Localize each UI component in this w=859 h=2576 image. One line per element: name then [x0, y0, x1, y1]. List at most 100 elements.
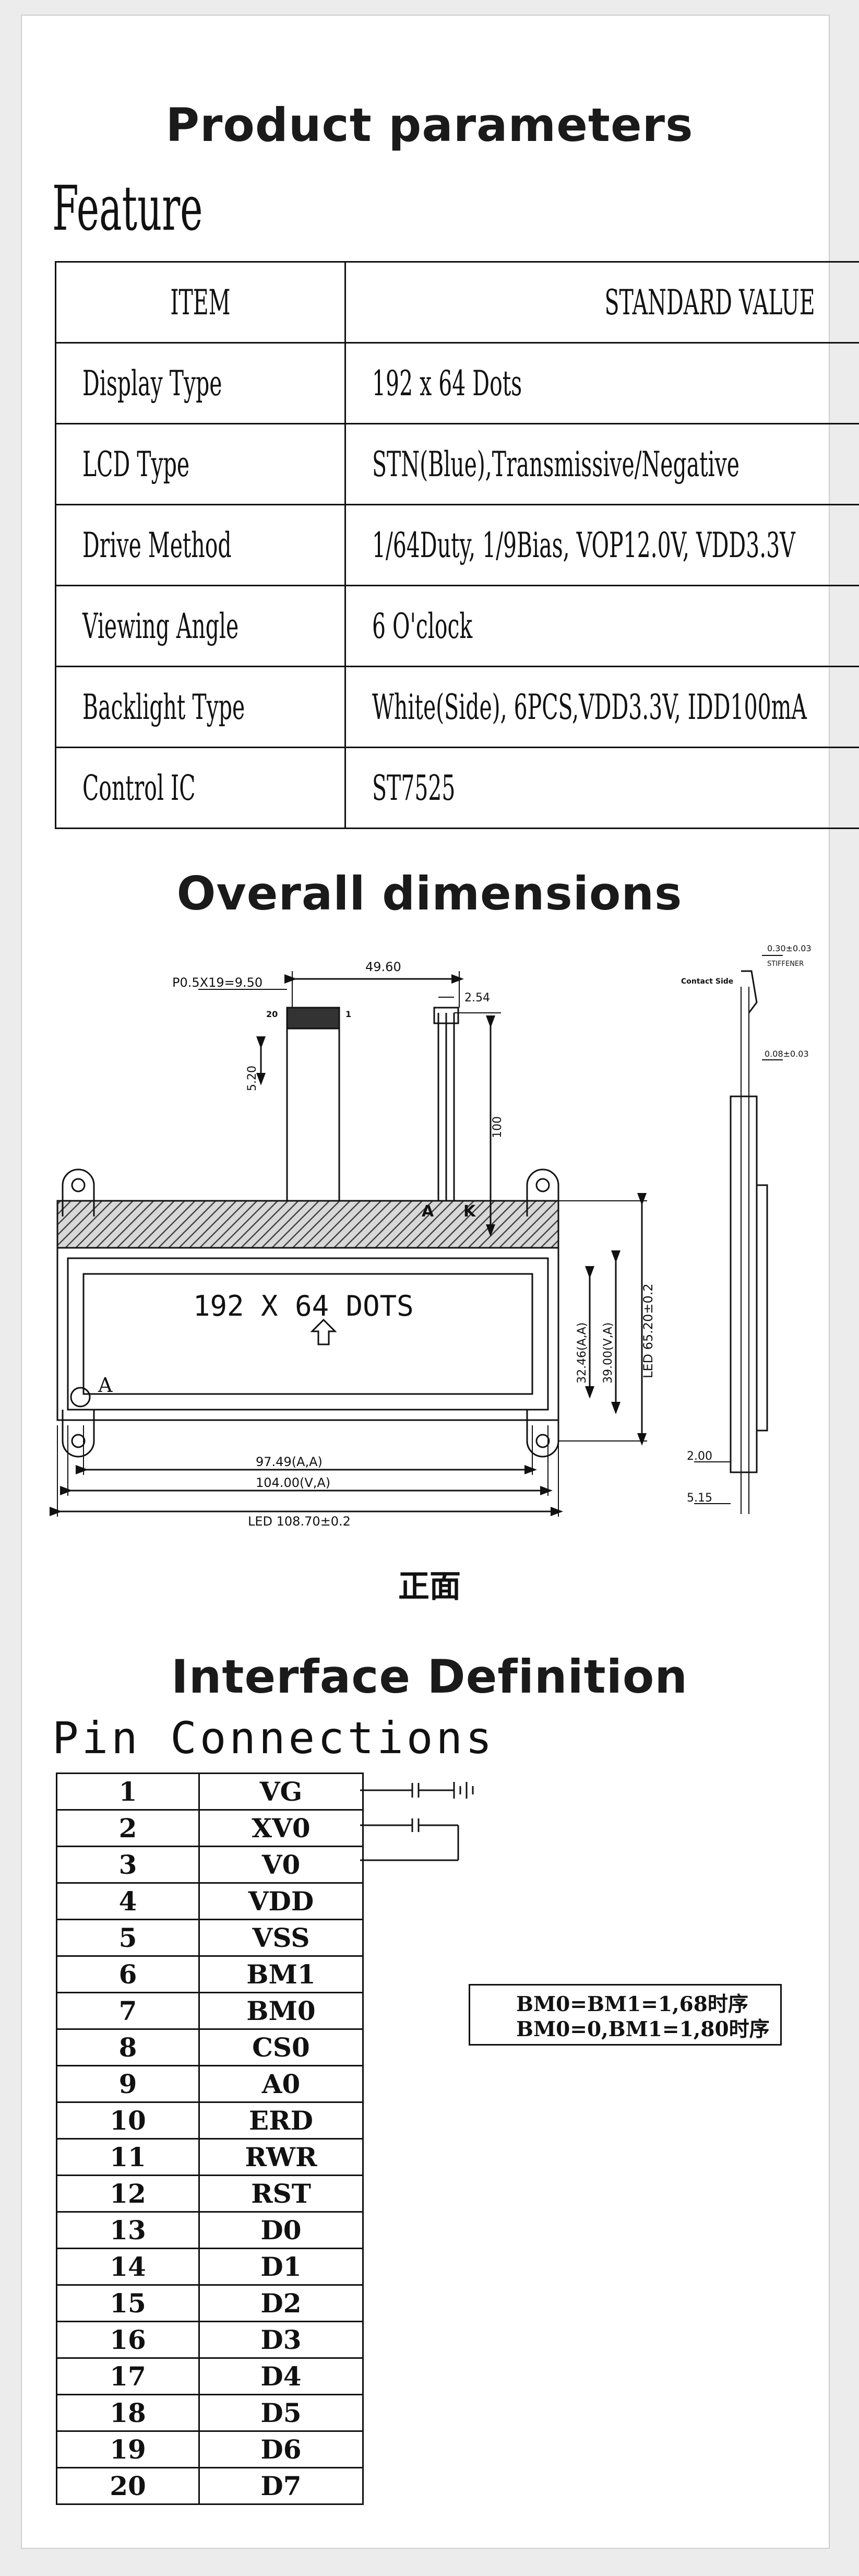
pin-number: 8: [56, 2028, 200, 2066]
side-view-fpc: [741, 970, 758, 1013]
table-row: LCD Type STN(Blue),Transmissive/Negative: [55, 423, 859, 505]
dimension-drawing: P0.5X19=9.50 20 1 49.60 2.54 5.20 100 A …: [50, 943, 812, 1529]
pin-number: 16: [56, 2321, 200, 2359]
pin-name: RWR: [198, 2138, 364, 2176]
hatched-band: [56, 1200, 559, 1249]
pin-name: D3: [198, 2321, 364, 2359]
pin-number: 20: [56, 2467, 200, 2505]
pin1-label: 1: [345, 1009, 351, 1019]
pitch-2-54-label: 2.54: [464, 991, 490, 1005]
up-arrow-icon: [310, 1318, 337, 1345]
anode-label: A: [422, 1202, 434, 1221]
led-connector: [433, 1007, 459, 1024]
row-item: Drive Method: [82, 525, 232, 565]
side-mid-label: 0.08±0.03: [765, 1049, 809, 1059]
pin-number: 2: [56, 1809, 200, 1847]
row-item: Display Type: [82, 363, 222, 404]
side-view-body: [730, 1095, 758, 1473]
pin-number: 19: [56, 2430, 200, 2468]
pin-name: ERD: [198, 2101, 364, 2140]
table-row: Viewing Angle 6 O'clock: [55, 585, 859, 667]
pin-name: VG: [198, 1773, 364, 1811]
pin-number: 17: [56, 2357, 200, 2395]
pin-name: V0: [198, 1846, 364, 1884]
pin-number: 11: [56, 2138, 200, 2176]
pin-name: CS0: [198, 2028, 364, 2066]
pin-name: D0: [198, 2211, 364, 2249]
pin-number: 1: [56, 1773, 200, 1811]
table-row: Display Type 192 x 64 Dots: [55, 342, 859, 424]
pin-name: BM1: [198, 1955, 364, 1993]
pin-circuit-drawing: [360, 1782, 474, 1861]
mount-hole-icon: [71, 1434, 86, 1448]
pin1-marker-icon: [70, 1387, 91, 1408]
dim-100-label: 100: [491, 1116, 504, 1138]
width-49-60-label: 49.60: [365, 960, 401, 974]
pin-name: VSS: [198, 1919, 364, 1957]
row-value: 6 O'clock: [372, 606, 473, 646]
dim-5-20-label: 5.20: [246, 1066, 259, 1091]
pin20-label: 20: [266, 1009, 278, 1019]
table-row: Control IC ST7525: [55, 747, 859, 829]
timing-note-line-1: BM0=BM1=1,68时序: [516, 1992, 748, 2016]
front-view-label: 正面: [398, 1568, 461, 1605]
pin-name: D2: [198, 2284, 364, 2322]
display-dots-label: 192 X 64 DOTS: [193, 1290, 414, 1322]
pin-name: D4: [198, 2357, 364, 2395]
pin-name: A0: [198, 2065, 364, 2103]
pin-number: 5: [56, 1919, 200, 1957]
pin-number: 13: [56, 2211, 200, 2249]
feature-heading: Feature: [52, 172, 203, 244]
row-item: Control IC: [82, 767, 196, 808]
row-value: STN(Blue),Transmissive/Negative: [372, 444, 739, 485]
contact-side-label: Contact Side: [681, 977, 733, 986]
va-height-label: 32.46(A,A): [576, 1322, 589, 1384]
pin-number: 3: [56, 1846, 200, 1884]
side-stiffener-label: STIFFENER: [767, 960, 804, 968]
cathode-label: K: [463, 1202, 476, 1221]
side-5-label: 5.15: [687, 1492, 712, 1505]
pin-number: 7: [56, 1992, 200, 2030]
va-width-label: 104.00(V,A): [256, 1475, 330, 1490]
row-value: ST7525: [372, 767, 456, 808]
table-row: Drive Method 1/64Duty, 1/9Bias, VOP12.0V…: [55, 504, 859, 586]
row-item: LCD Type: [82, 444, 190, 485]
led-height-label: LED 65.20±0.2: [641, 1283, 655, 1378]
vv-height-label: 39.00(V,A): [602, 1322, 615, 1384]
pin-name: RST: [198, 2175, 364, 2213]
mount-hole-icon: [535, 1178, 550, 1192]
pin-number: 14: [56, 2248, 200, 2286]
timing-note: BM0=BM1=1,68时序 BM0=0,BM1=1,80时序: [469, 1984, 782, 2046]
pin-number: 15: [56, 2284, 200, 2322]
row-value: 192 x 64 Dots: [372, 363, 522, 404]
pin-name: VDD: [198, 1882, 364, 1920]
row-value: 1/64Duty, 1/9Bias, VOP12.0V, VDD3.3V: [372, 525, 795, 565]
feature-table-header: ITEM STANDARD VALUE: [55, 261, 859, 344]
side-view-backlight: [756, 1184, 768, 1432]
row-value: White(Side), 6PCS,VDD3.3V, IDD100mA: [372, 687, 807, 727]
aa-width-label: 97.49(A,A): [256, 1455, 323, 1469]
pin-name: D1: [198, 2248, 364, 2286]
pin-name: BM0: [198, 1992, 364, 2030]
side-top-label: 0.30±0.03: [767, 943, 812, 953]
row-item: Viewing Angle: [82, 606, 239, 646]
pin-name: D5: [198, 2394, 364, 2432]
section-title-product-parameters: Product parameters: [165, 98, 694, 152]
feature-table: ITEM STANDARD VALUE Display Type 192 x 6…: [55, 261, 859, 829]
